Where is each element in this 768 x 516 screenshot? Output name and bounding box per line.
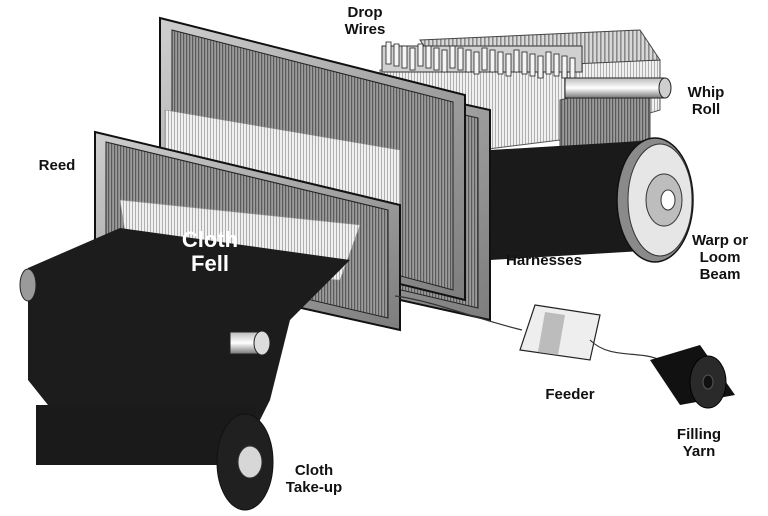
drop-wires [381,41,583,81]
label-cloth-takeup: Cloth Take-up [285,462,343,496]
label-warp-beam: Warp or Loom Beam [691,232,749,283]
label-drop-wires: Drop Wires [344,4,386,38]
warp-beam [490,137,694,263]
feeder [394,295,661,361]
label-feeder: Feeder [545,386,595,403]
cloth [28,228,350,465]
label-reed: Reed [38,157,76,174]
label-cloth-fell: Cloth Fell [181,227,239,276]
whip-roll [564,77,672,99]
label-filling-yarn: Filling Yarn [676,426,722,460]
side-roll [19,268,271,356]
label-whip-roll: Whip Roll [687,84,725,118]
cloth-takeup-roll [216,413,274,511]
filling-yarn-cone [650,345,735,409]
label-harnesses: Harnesses [506,252,582,269]
